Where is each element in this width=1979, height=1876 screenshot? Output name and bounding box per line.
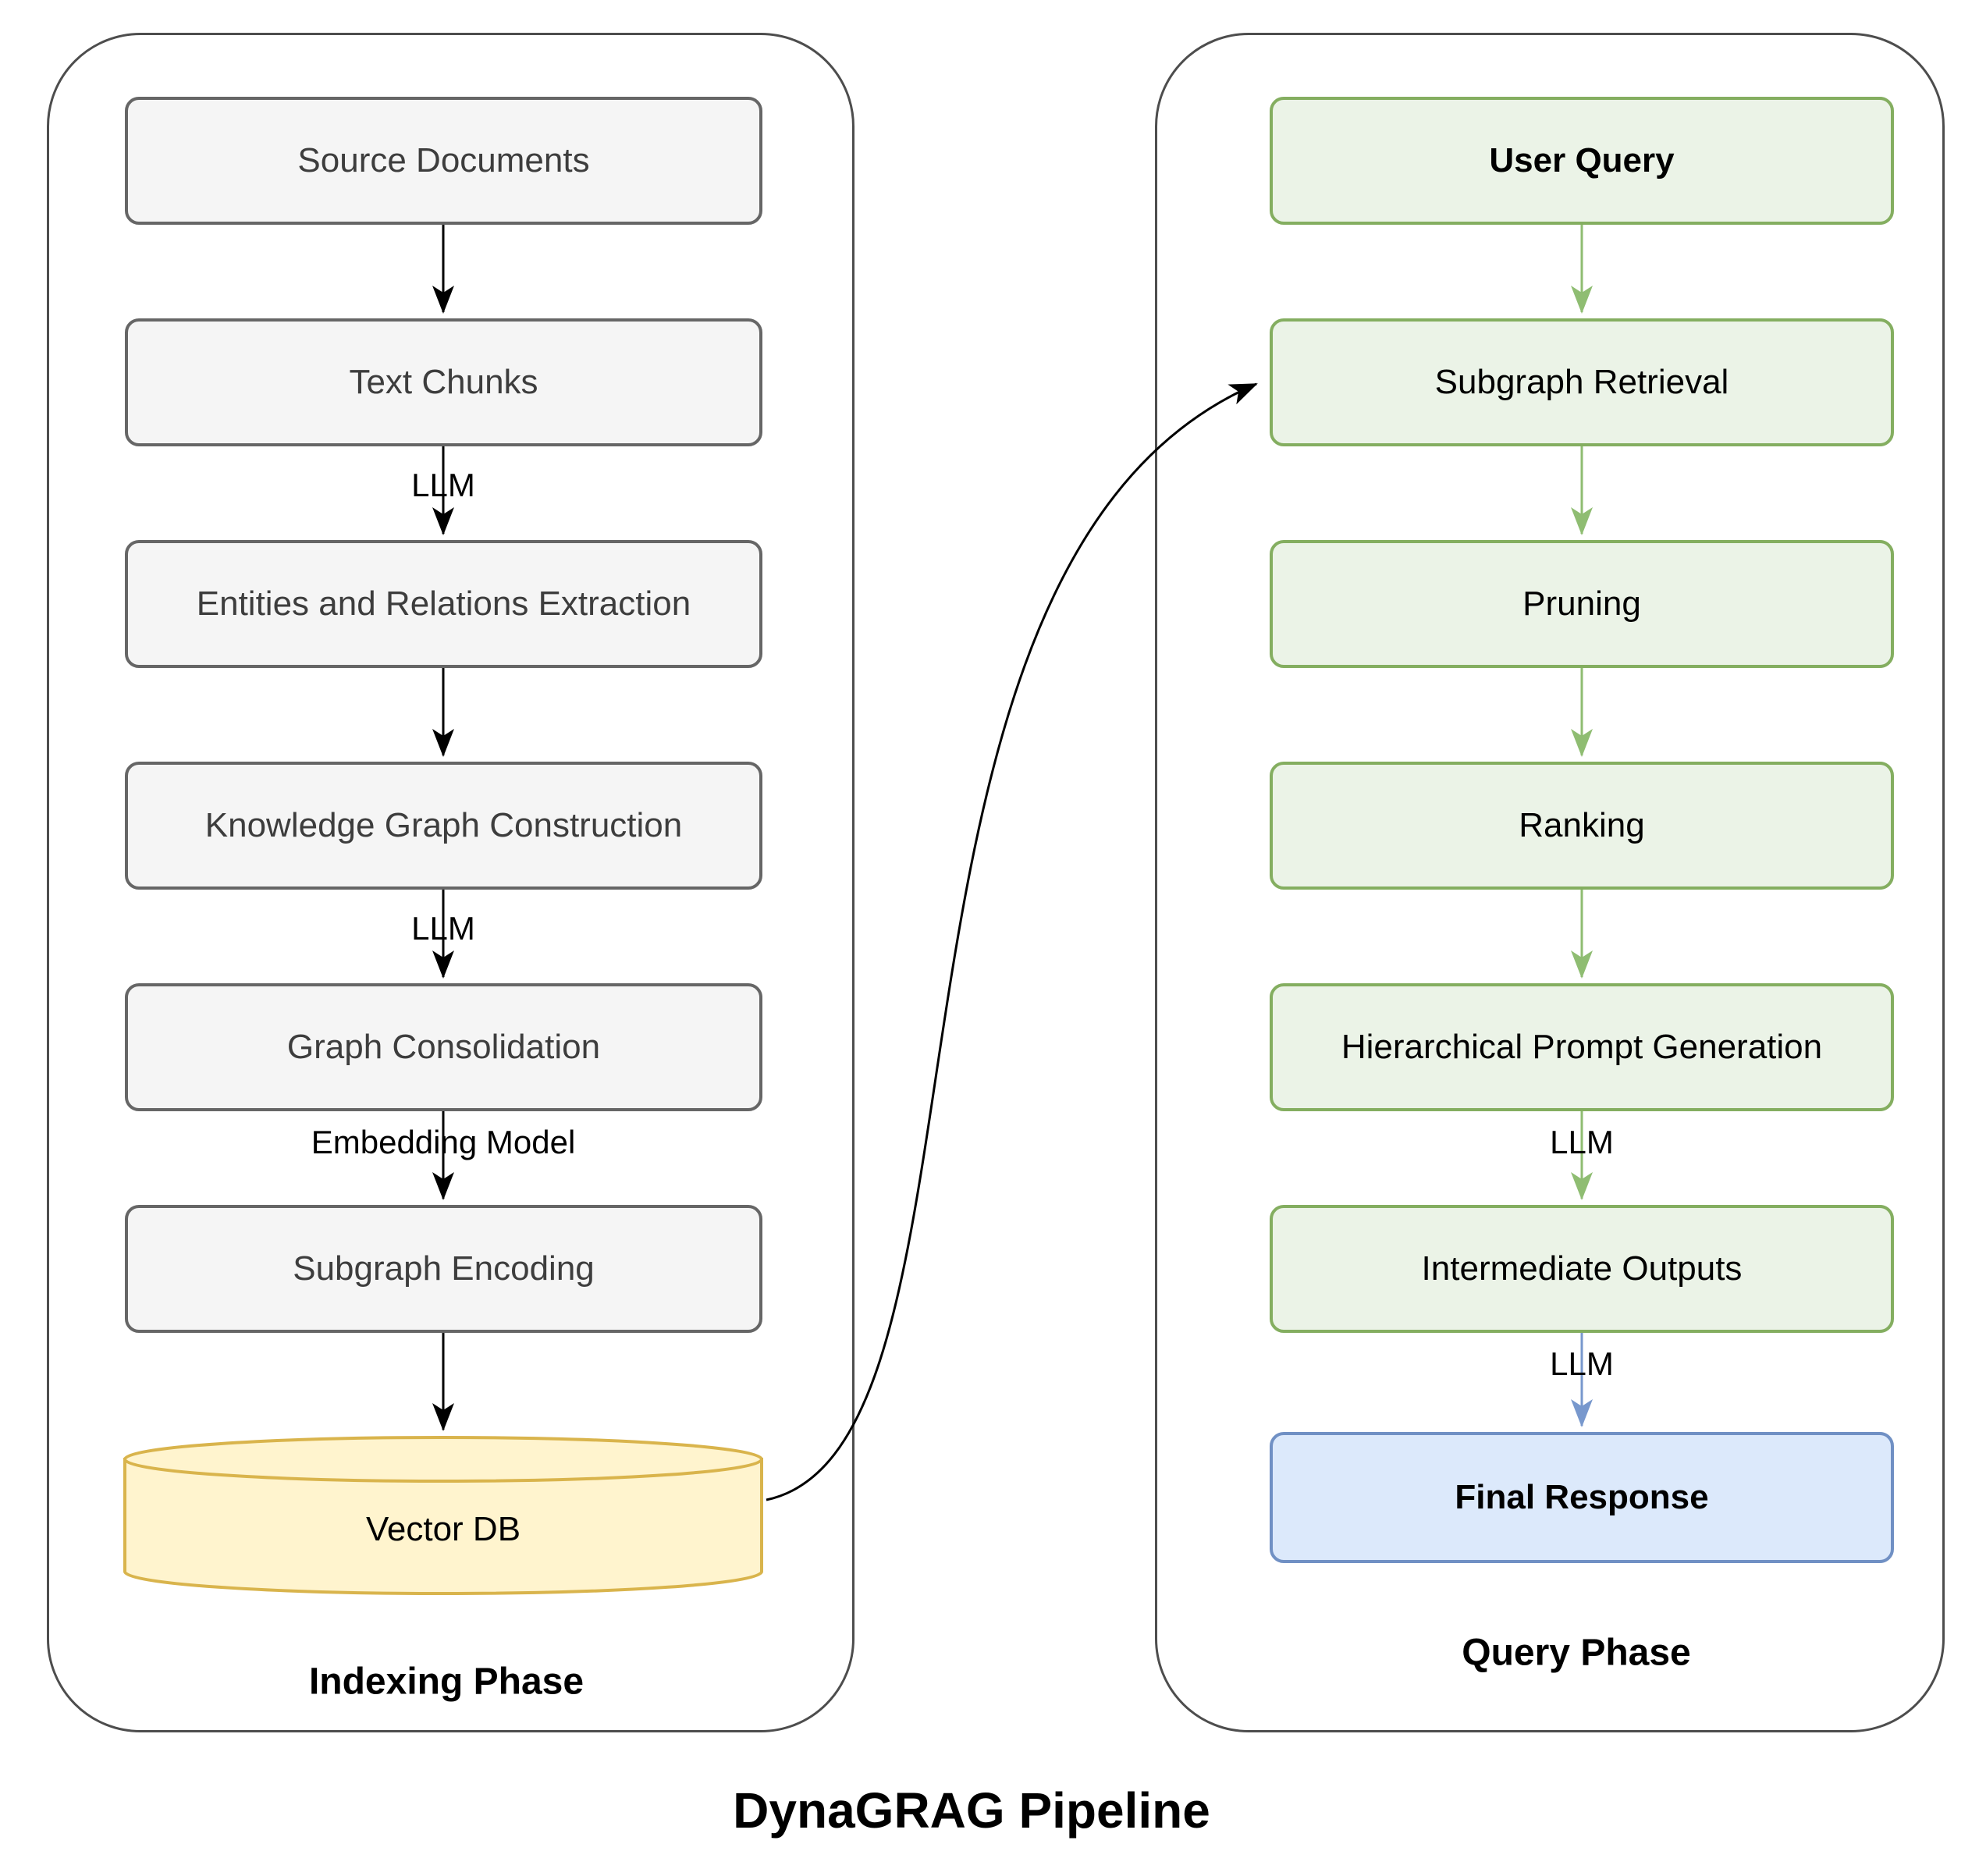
indexing-phase-label: Indexing Phase — [308, 1661, 584, 1703]
node-entities-relations-extraction: Entities and Relations Extraction — [125, 540, 762, 668]
edge-label-llm-4: LLM — [1550, 1345, 1614, 1382]
diagram-title: DynaGRAG Pipeline — [733, 1782, 1210, 1839]
edge-label-embedding-model: Embedding Model — [311, 1124, 576, 1160]
node-intermediate-outputs: Intermediate Outputs — [1270, 1205, 1894, 1333]
node-source-documents: Source Documents — [125, 97, 762, 225]
node-graph-consolidation: Graph Consolidation — [125, 983, 762, 1111]
node-knowledge-graph-construction: Knowledge Graph Construction — [125, 762, 762, 890]
node-hierarchical-prompt-generation: Hierarchical Prompt Generation — [1270, 983, 1894, 1111]
node-pruning: Pruning — [1270, 540, 1894, 668]
database-cylinder-icon — [123, 1436, 763, 1595]
node-subgraph-encoding: Subgraph Encoding — [125, 1205, 762, 1333]
node-ranking: Ranking — [1270, 762, 1894, 890]
node-subgraph-retrieval: Subgraph Retrieval — [1270, 318, 1894, 446]
edge-label-llm-1: LLM — [411, 467, 475, 503]
edge-label-llm-2: LLM — [411, 910, 475, 947]
node-final-response: Final Response — [1270, 1432, 1894, 1563]
query-phase-label: Query Phase — [1462, 1632, 1691, 1674]
node-text-chunks: Text Chunks — [125, 318, 762, 446]
edge-label-llm-3: LLM — [1550, 1124, 1614, 1160]
node-user-query: User Query — [1270, 97, 1894, 225]
vector-db-node: Vector DB — [123, 1436, 763, 1595]
vector-db-label: Vector DB — [365, 1510, 521, 1548]
